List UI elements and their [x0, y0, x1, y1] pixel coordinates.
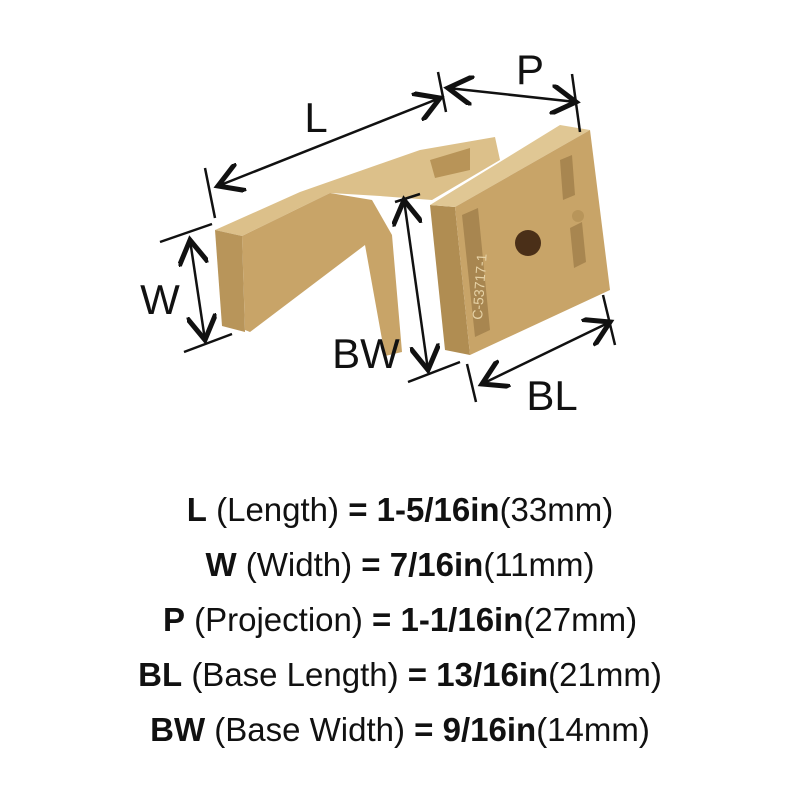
spec-imperial: 9/16in — [442, 711, 537, 748]
spec-abbr: L — [186, 491, 207, 528]
label-L: L — [304, 94, 327, 141]
spec-base-width: BW (Base Width) = 9/16in(14mm) — [0, 702, 800, 757]
spec-abbr: BL — [138, 656, 183, 693]
dimension-lines — [159, 71, 617, 403]
spec-metric: (11mm) — [483, 546, 595, 583]
spec-name: (Width) — [245, 546, 353, 583]
spec-imperial: 7/16in — [389, 546, 484, 583]
spec-imperial: 1-5/16in — [376, 491, 500, 528]
spec-name: (Projection) — [194, 601, 363, 638]
spec-name: (Length) — [216, 491, 340, 528]
spec-abbr: BW — [150, 711, 206, 748]
spec-eq: = — [407, 656, 428, 693]
hook-dimension-diagram: C-53717-1 L P W BW BL — [140, 46, 617, 419]
spec-base-length: BL (Base Length) = 13/16in(21mm) — [0, 647, 800, 702]
spec-metric: (14mm) — [536, 711, 650, 748]
label-P: P — [516, 46, 544, 93]
spec-width: W (Width) = 7/16in(11mm) — [0, 537, 800, 592]
spec-metric: (21mm) — [548, 656, 662, 693]
hook-product-image: C-53717-1 — [215, 125, 610, 356]
spec-eq: = — [348, 491, 368, 528]
spec-imperial: 13/16in — [436, 656, 549, 693]
spec-abbr: W — [205, 546, 237, 583]
spec-abbr: P — [162, 601, 185, 638]
spec-imperial: 1-1/16in — [400, 601, 524, 638]
spec-name: (Base Width) — [214, 711, 405, 748]
label-BL: BL — [526, 372, 577, 419]
label-W: W — [140, 276, 180, 323]
spec-length: L (Length) = 1-5/16in(33mm) — [0, 482, 800, 537]
spec-eq: = — [372, 601, 392, 638]
spec-metric: (27mm) — [523, 601, 638, 638]
spec-name: (Base Length) — [191, 656, 399, 693]
spec-metric: (33mm) — [499, 491, 614, 528]
spec-eq: = — [361, 546, 381, 583]
spec-eq: = — [414, 711, 434, 748]
mounting-hole — [515, 230, 541, 256]
spec-projection: P (Projection) = 1-1/16in(27mm) — [0, 592, 800, 647]
label-BW: BW — [332, 330, 400, 377]
engraving-text: C-53717-1 — [469, 253, 490, 320]
dimension-specs: L (Length) = 1-5/16in(33mm) W (Width) = … — [0, 482, 800, 757]
